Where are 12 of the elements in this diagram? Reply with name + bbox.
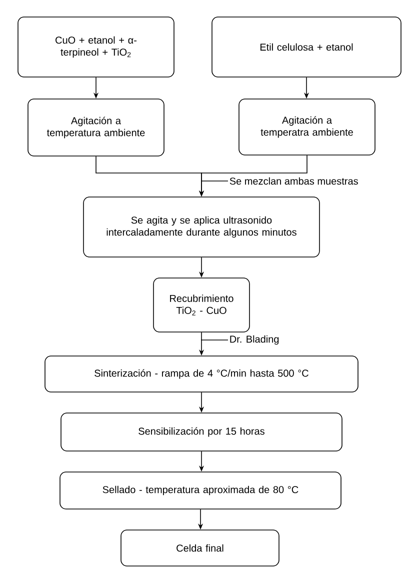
merge-label: Se mezclan ambas muestras	[200, 177, 358, 185]
process-box: Sinterización - rampa de 4 °C/min hasta 500 °C	[44, 356, 358, 392]
process-box: Se agita y se aplica ultrasonido intercaladamente durante algunos minutos	[83, 196, 320, 258]
edge-label: Dr. Blading	[200, 335, 279, 345]
process-box: Sensibilización por 15 horas	[60, 412, 342, 452]
process-box: Etil celulosa + etanol	[212, 16, 402, 78]
process-box: Celda final	[120, 530, 280, 566]
process-box: Agitación a temperatura ambiente	[28, 98, 164, 156]
process-box: Recubrimiento TiO$_{2}$ - CuO	[153, 278, 250, 332]
process-box: Agitación a temperatra ambiente	[238, 98, 376, 156]
process-box: Sellado - temperatura aproximada de 80 °C	[60, 472, 342, 510]
process-box: CuO + etanol + α-terpineol + TiO$_{2}$	[18, 16, 174, 78]
